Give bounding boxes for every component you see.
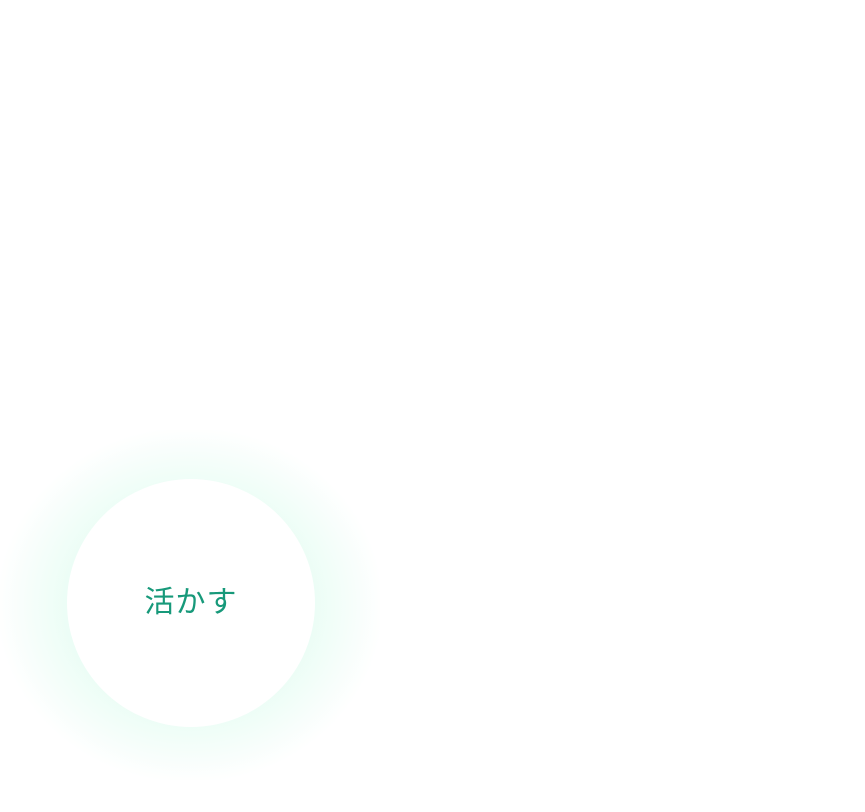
katsukasu-button[interactable]: 活かす (67, 479, 315, 727)
button-label: 活かす (144, 585, 238, 620)
